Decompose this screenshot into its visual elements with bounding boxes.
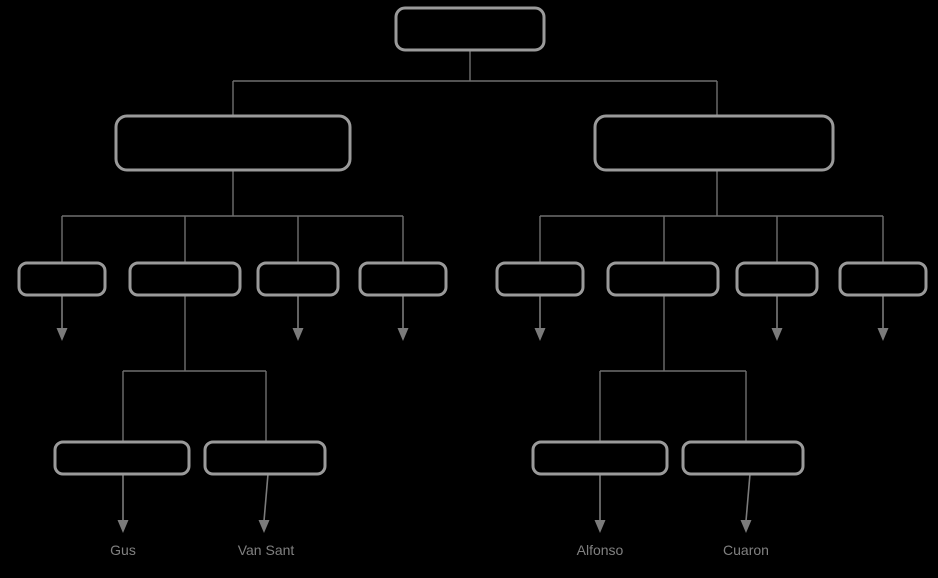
node-l2-a2[interactable] <box>128 261 242 297</box>
arrow-l3-b1 <box>594 474 606 533</box>
arrow-l2-a4 <box>397 295 409 341</box>
node-l2-b2[interactable] <box>606 261 720 297</box>
node-l1-b[interactable] <box>593 114 835 172</box>
node-l2-a4[interactable] <box>358 261 448 297</box>
edge-group-l2-a2 <box>122 295 267 442</box>
node-l2-b1[interactable] <box>495 261 585 297</box>
arrow-l2-b3 <box>771 295 783 341</box>
leaf-label-group: Gus Van Sant Alfonso Cuaron <box>110 542 769 558</box>
edge-group-l2-b2 <box>599 295 747 442</box>
label-gus: Gus <box>110 542 136 558</box>
label-alfonso: Alfonso <box>577 542 624 558</box>
node-l3-b1[interactable] <box>531 440 669 476</box>
node-l2-b3[interactable] <box>735 261 819 297</box>
label-cuaron: Cuaron <box>723 542 769 558</box>
node-root[interactable] <box>394 6 546 52</box>
arrow-l3-a2 <box>258 473 270 533</box>
arrow-group-level3 <box>117 473 752 533</box>
edge-group-l1-b <box>539 170 884 263</box>
arrow-l2-b1 <box>534 295 546 341</box>
arrow-l2-a1 <box>56 295 68 341</box>
node-l3-a2[interactable] <box>203 440 327 476</box>
node-l2-b4[interactable] <box>838 261 928 297</box>
node-l3-b2[interactable] <box>681 440 805 476</box>
node-l1-a[interactable] <box>114 114 352 172</box>
edge-group-root <box>232 50 718 116</box>
arrow-group-level2 <box>56 295 889 341</box>
arrow-l2-a3 <box>292 295 304 341</box>
node-l2-a3[interactable] <box>256 261 340 297</box>
arrow-l3-b2 <box>740 473 752 533</box>
node-l2-a1[interactable] <box>17 261 107 297</box>
label-van-sant: Van Sant <box>238 542 295 558</box>
arrow-l3-a1 <box>117 474 129 533</box>
arrow-l2-b4 <box>877 295 889 341</box>
edge-group-l1-a <box>61 170 404 263</box>
node-group <box>17 6 928 476</box>
node-l3-a1[interactable] <box>53 440 191 476</box>
